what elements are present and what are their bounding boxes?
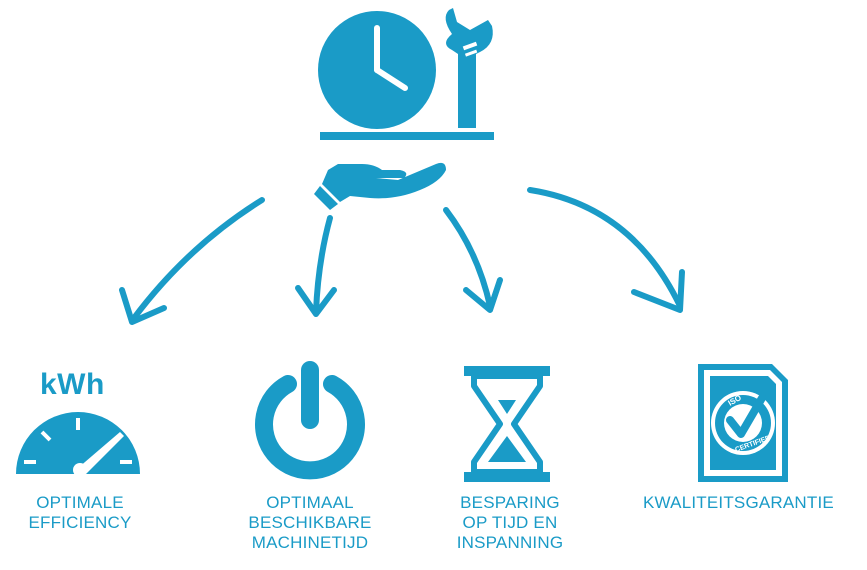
power-icon: [255, 361, 365, 480]
label-optimaal-beschikbare-machinetijd: OPTIMAAL BESCHIKBARE MACHINETIJD: [248, 493, 372, 552]
kwh-text: kWh: [40, 368, 105, 401]
arrow-to-besparing: [443, 207, 503, 313]
arrow-to-kwaliteit: [527, 187, 685, 313]
iso-certified-icon: [698, 364, 788, 482]
arrow-to-machinetijd: [295, 215, 337, 317]
hourglass-icon: [464, 366, 550, 482]
label-kwaliteitsgarantie: KWALITEITSGARANTIE: [643, 493, 834, 512]
label-besparing-op-tijd: BESPARING OP TIJD EN INSPANNING: [456, 493, 564, 552]
serving-hand-icon: [314, 162, 446, 210]
service-icon-group: [314, 8, 494, 210]
clock-icon: [318, 11, 436, 129]
label-optimale-efficiency: OPTIMALE EFFICIENCY: [28, 493, 132, 532]
wrench-icon: [445, 8, 493, 128]
arrow-to-efficiency: [119, 197, 265, 325]
kwh-gauge-icon: [16, 412, 140, 477]
arrows: [119, 187, 685, 325]
tray-bar: [320, 132, 494, 140]
